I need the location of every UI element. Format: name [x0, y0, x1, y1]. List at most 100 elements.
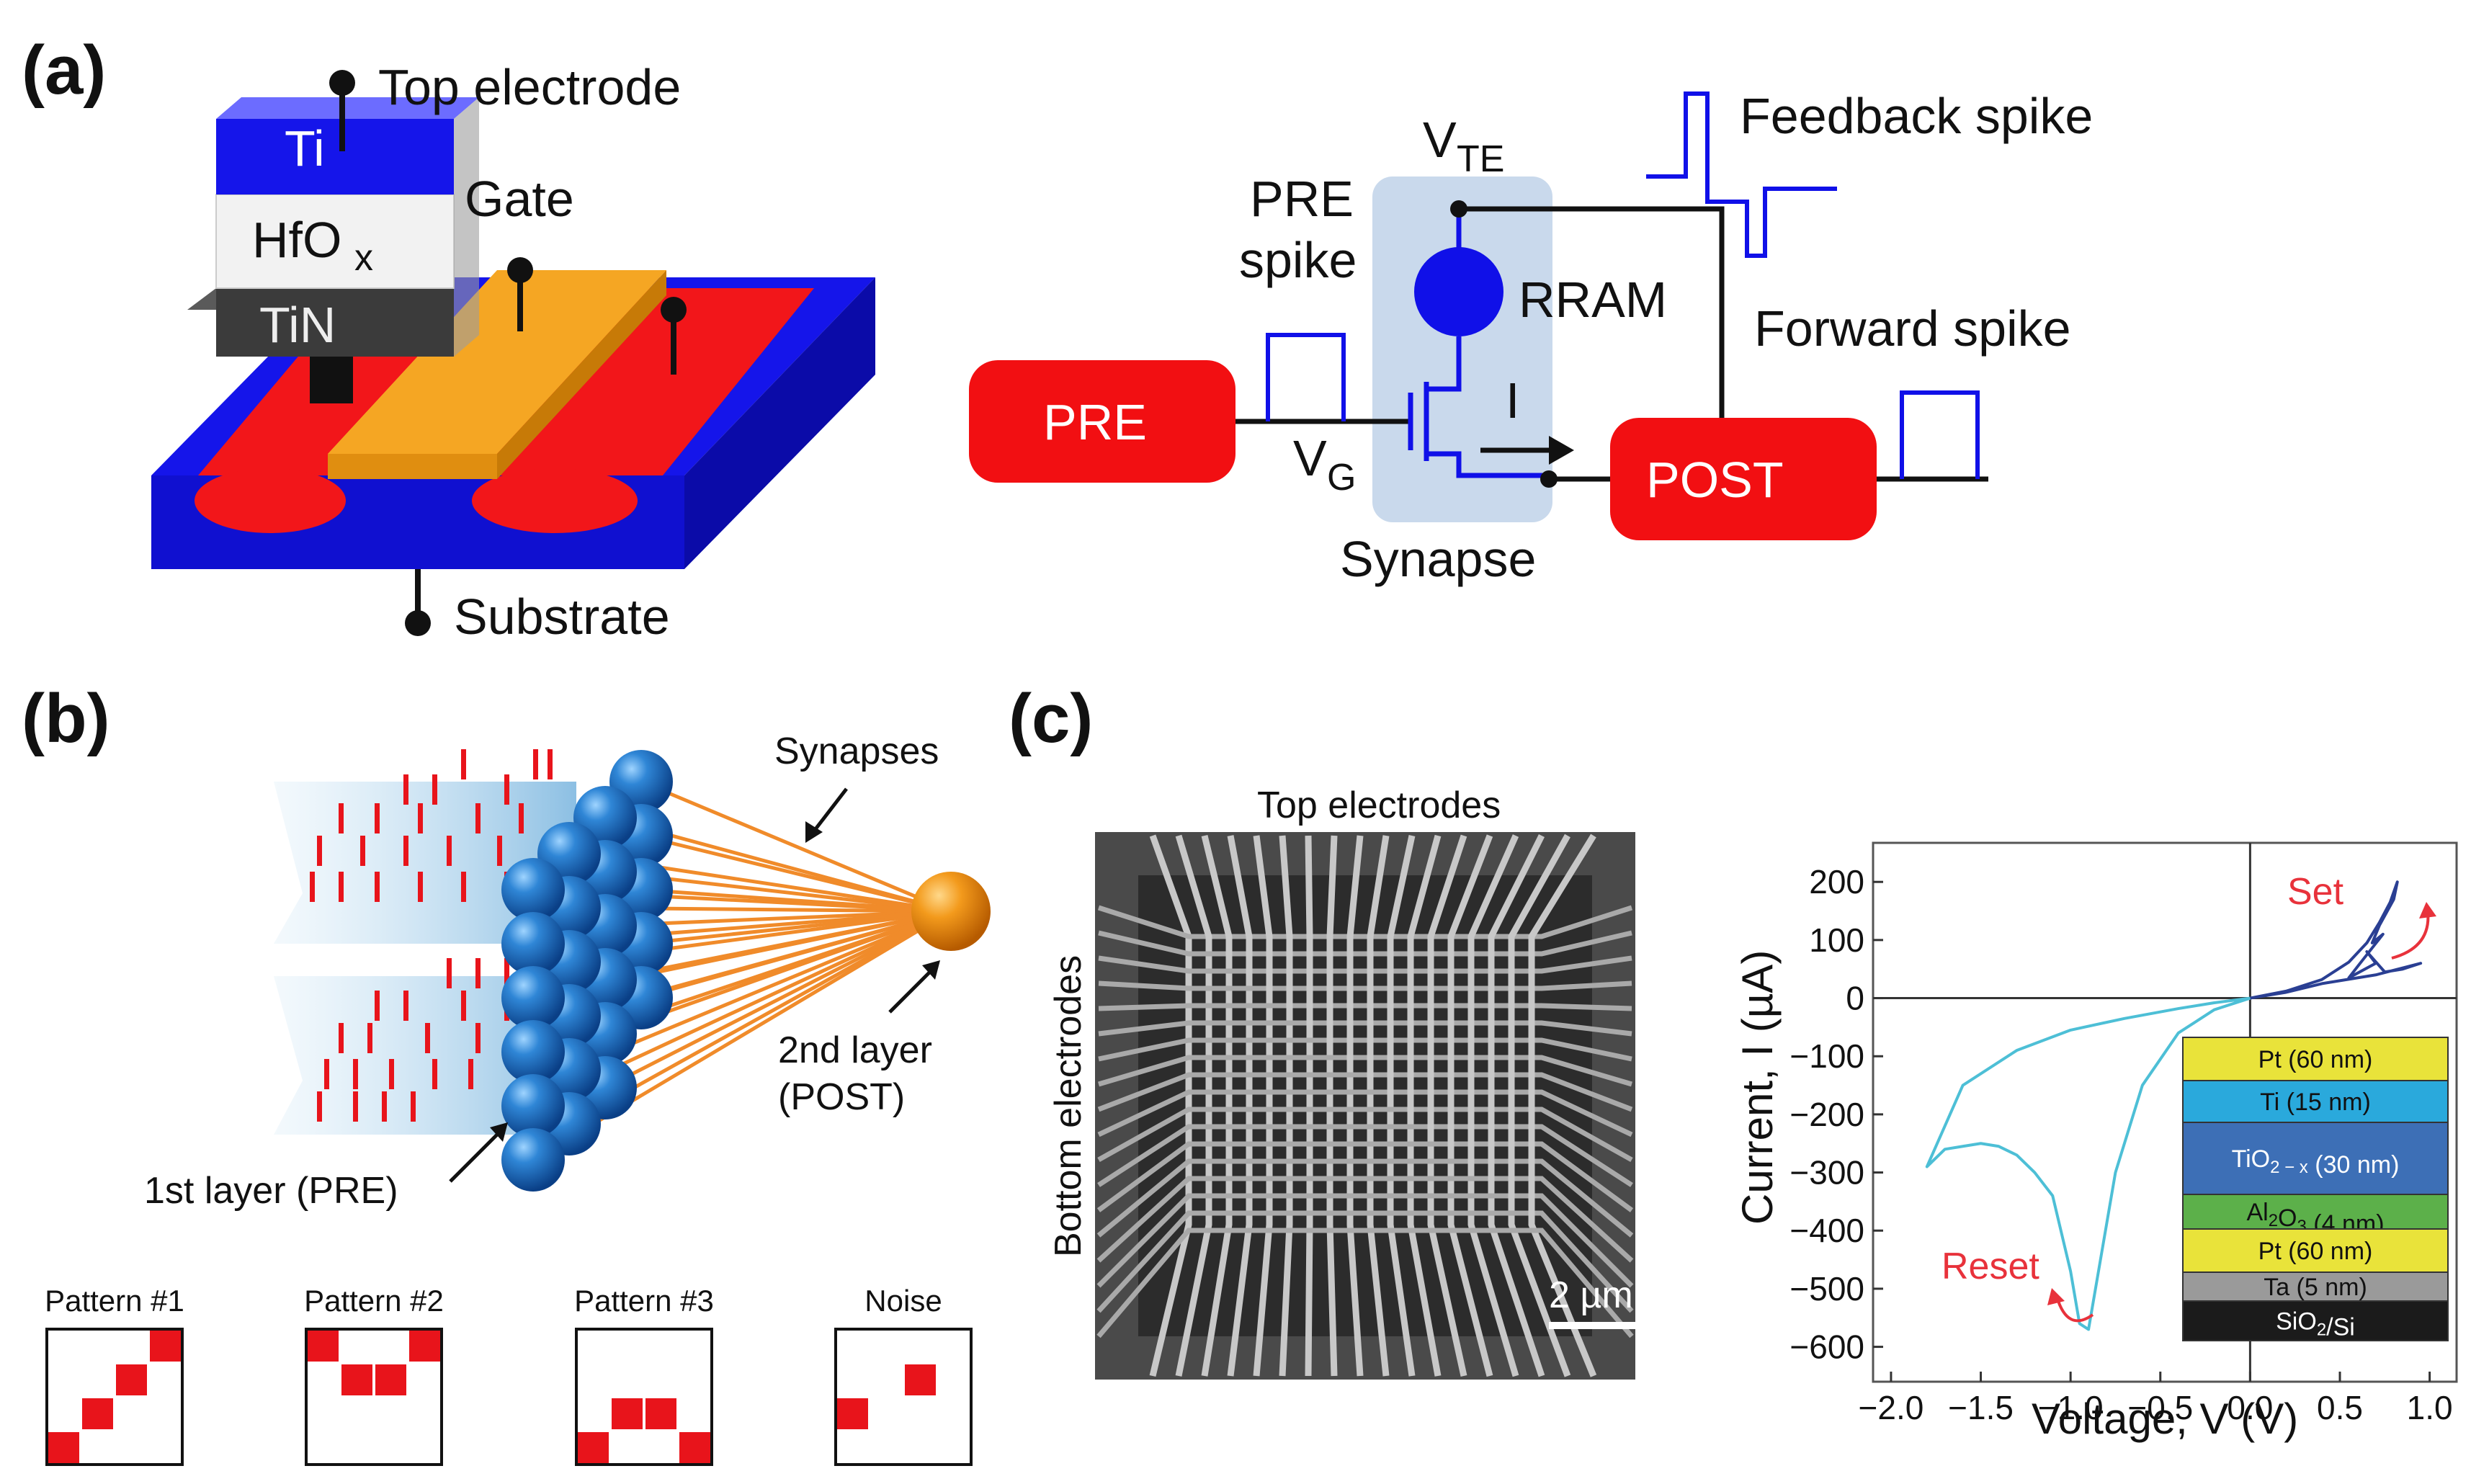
x-tick-label: 1.0	[2407, 1389, 2453, 1426]
stack-layer-label: Ti (15 nm)	[2260, 1089, 2371, 1116]
rram-element[interactable]	[1414, 247, 1503, 336]
spike-tick	[389, 1059, 394, 1089]
pattern-label: Noise	[864, 1284, 942, 1318]
stack-layer-label: TiO2 − x (30 nm)	[2232, 1145, 2400, 1179]
pre-neuron[interactable]	[501, 858, 565, 921]
top-electrodes-label: Top electrodes	[1257, 785, 1501, 826]
synapses-arrowhead	[805, 821, 823, 843]
bottom-electrode-line	[1096, 1141, 1634, 1212]
top-electrode-dot	[329, 70, 355, 96]
spike-tick	[475, 958, 481, 988]
pre-neuron[interactable]	[501, 966, 565, 1029]
pattern-pixel	[116, 1364, 147, 1395]
top-electrode-line	[1279, 835, 1293, 1377]
top-electrode-line	[1253, 835, 1273, 1377]
top-electrode-line	[1346, 835, 1364, 1377]
spike-tick	[382, 1091, 387, 1122]
y-tick-label: 200	[1809, 863, 1864, 900]
spike-tick	[519, 803, 524, 833]
panel-label-b: (b)	[22, 680, 110, 757]
pre-neuron[interactable]	[501, 1128, 565, 1192]
synapse-label: Synapse	[1340, 531, 1536, 587]
substrate-dot	[405, 610, 431, 636]
stack-layer	[2182, 1122, 2449, 1195]
feedback-spike-label: Feedback spike	[1740, 88, 2093, 144]
post-arrowhead	[922, 960, 940, 980]
bottom-electrode-line	[1098, 1037, 1632, 1062]
x-tick-label: −2.0	[1859, 1389, 1924, 1426]
pre-neuron[interactable]	[501, 1020, 565, 1083]
stack-layer	[2182, 1300, 2449, 1341]
bottom-electrode-line	[1096, 1176, 1634, 1263]
crossbar-micrograph: Top electrodes Bottom electrodes 2 µm	[1047, 785, 1635, 1380]
current-arrowhead	[1549, 436, 1574, 465]
circuit-schematic: PRE POST PRE spike V TE RRAM I V G Synap…	[969, 88, 2093, 587]
stack-layer	[2182, 1228, 2449, 1273]
spike-tick	[317, 1091, 322, 1122]
pattern-pixel	[82, 1398, 113, 1429]
ti-layer	[216, 119, 454, 195]
post-neuron[interactable]	[911, 872, 991, 951]
spike-tick	[504, 958, 509, 988]
synapses-arrow	[809, 787, 848, 837]
post-label-2: (POST)	[778, 1076, 905, 1118]
gate-label: Gate	[465, 171, 574, 227]
post-block[interactable]	[1610, 418, 1877, 540]
spike-tick	[468, 1059, 473, 1089]
spike-tick	[411, 1091, 416, 1122]
pre-neuron[interactable]	[501, 912, 565, 975]
spike-tick	[403, 774, 408, 805]
spike-tick	[403, 991, 408, 1021]
spike-tick	[447, 958, 452, 988]
set-arrowhead	[2419, 902, 2436, 918]
top-electrode-line	[1508, 833, 1571, 1377]
spike-tick	[533, 749, 538, 779]
drain-well	[472, 468, 638, 533]
spike-tick	[548, 749, 553, 779]
pattern-pixel	[612, 1398, 643, 1429]
pre-neuron-layer	[501, 750, 673, 1192]
pattern-pixel	[679, 1432, 710, 1463]
device-schematic: Ti HfO x TiN Top electrode Gate Substrat…	[151, 59, 875, 645]
synapses-label: Synapses	[774, 730, 939, 772]
spike-tick	[475, 803, 481, 833]
post-label-1: 2nd layer	[778, 1029, 932, 1071]
pattern-pixel	[150, 1331, 181, 1362]
spike-tick	[317, 836, 322, 866]
bottom-electrode-line	[1097, 1124, 1633, 1187]
spike-tick	[425, 1023, 430, 1053]
y-tick-label: −400	[1789, 1212, 1864, 1249]
pattern-pixel	[578, 1432, 609, 1463]
stack-layer-label: Ta (5 nm)	[2264, 1274, 2367, 1301]
pattern-label: Pattern #3	[574, 1284, 714, 1318]
x-tick-label: 0.5	[2317, 1389, 2363, 1426]
y-tick-label: −100	[1789, 1037, 1864, 1075]
bottom-electrode-line	[1098, 1020, 1632, 1037]
stack-layer-label: Pt (60 nm)	[2258, 1238, 2373, 1265]
source-well	[195, 468, 346, 533]
spike-tick	[504, 774, 509, 805]
top-electrode-line	[1407, 834, 1442, 1377]
substrate-side	[684, 277, 875, 569]
pre-neuron[interactable]	[501, 1074, 565, 1137]
pre-block-label: PRE	[1043, 394, 1147, 450]
pre-spike-waveform	[1266, 333, 1346, 421]
y-tick-label: −300	[1789, 1154, 1864, 1192]
pattern-pixel	[905, 1364, 936, 1395]
bottom-electrode-line	[1096, 1158, 1634, 1238]
pre-block[interactable]	[969, 360, 1236, 483]
forward-spike-label: Forward spike	[1754, 300, 2071, 357]
spike-tick	[461, 872, 466, 902]
stack-layer	[2182, 1037, 2449, 1081]
spike-tick	[339, 1023, 344, 1053]
vg-sub: G	[1327, 457, 1356, 499]
ti-label: Ti	[285, 120, 325, 176]
substrate-label: Substrate	[454, 589, 670, 645]
spike-tick	[324, 1059, 329, 1089]
top-electrode-line	[1149, 834, 1192, 1377]
vg-label: V	[1293, 430, 1327, 486]
y-tick-label: −500	[1789, 1270, 1864, 1308]
spike-tick	[353, 1059, 358, 1089]
x-tick-label: −0.5	[2127, 1389, 2193, 1426]
stack-layer	[2182, 1080, 2449, 1123]
